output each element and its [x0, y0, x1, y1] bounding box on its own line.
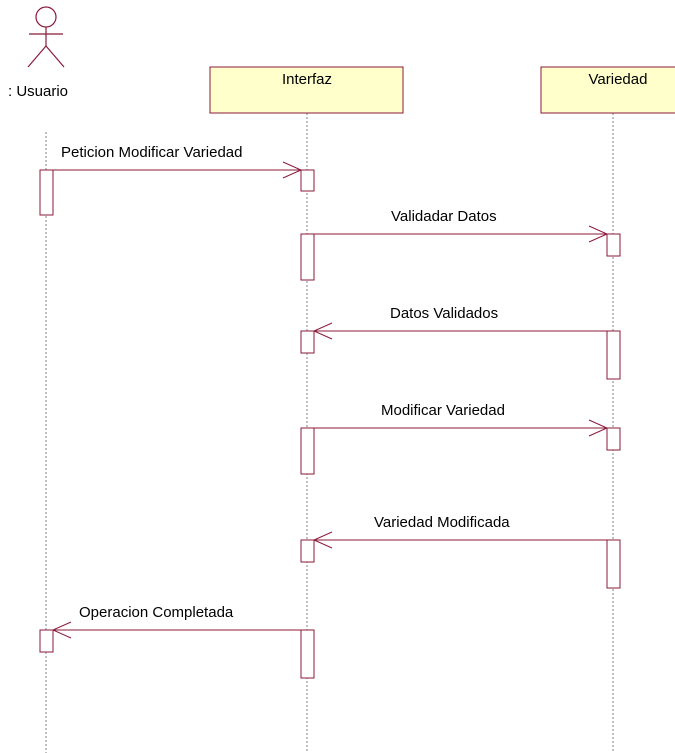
message-label: Datos Validados	[390, 305, 498, 322]
participant-interfaz-label: Interfaz	[282, 71, 332, 88]
participant-variedad-box	[540, 66, 675, 114]
message-arrow	[53, 161, 303, 179]
activation-interfaz	[300, 629, 315, 679]
activation-interfaz	[300, 233, 315, 281]
activation-variedad	[606, 427, 621, 451]
message-label: Peticion Modificar Variedad	[61, 144, 242, 161]
message-arrow	[312, 322, 607, 340]
activation-usuario	[39, 629, 54, 653]
message-label: Variedad Modificada	[374, 514, 510, 531]
activation-interfaz	[300, 169, 315, 192]
message-label: Operacion Completada	[79, 604, 234, 621]
message-label: Modificar Variedad	[381, 402, 505, 419]
activation-interfaz	[300, 330, 315, 354]
message-arrow	[314, 419, 609, 437]
message-arrow	[314, 225, 609, 243]
actor-usuario-icon	[27, 6, 65, 68]
actor-usuario-label: : Usuario	[8, 83, 68, 100]
message-label: Validadar Datos	[391, 208, 497, 225]
activation-interfaz	[300, 427, 315, 475]
message-arrow	[312, 531, 607, 549]
activation-variedad	[606, 330, 621, 380]
activation-usuario	[39, 169, 54, 216]
activation-variedad	[606, 539, 621, 589]
message-arrow	[51, 621, 301, 639]
activation-variedad	[606, 233, 621, 257]
activation-interfaz	[300, 539, 315, 563]
participant-variedad-label: Variedad	[589, 71, 648, 88]
participant-interfaz-box	[209, 66, 404, 114]
